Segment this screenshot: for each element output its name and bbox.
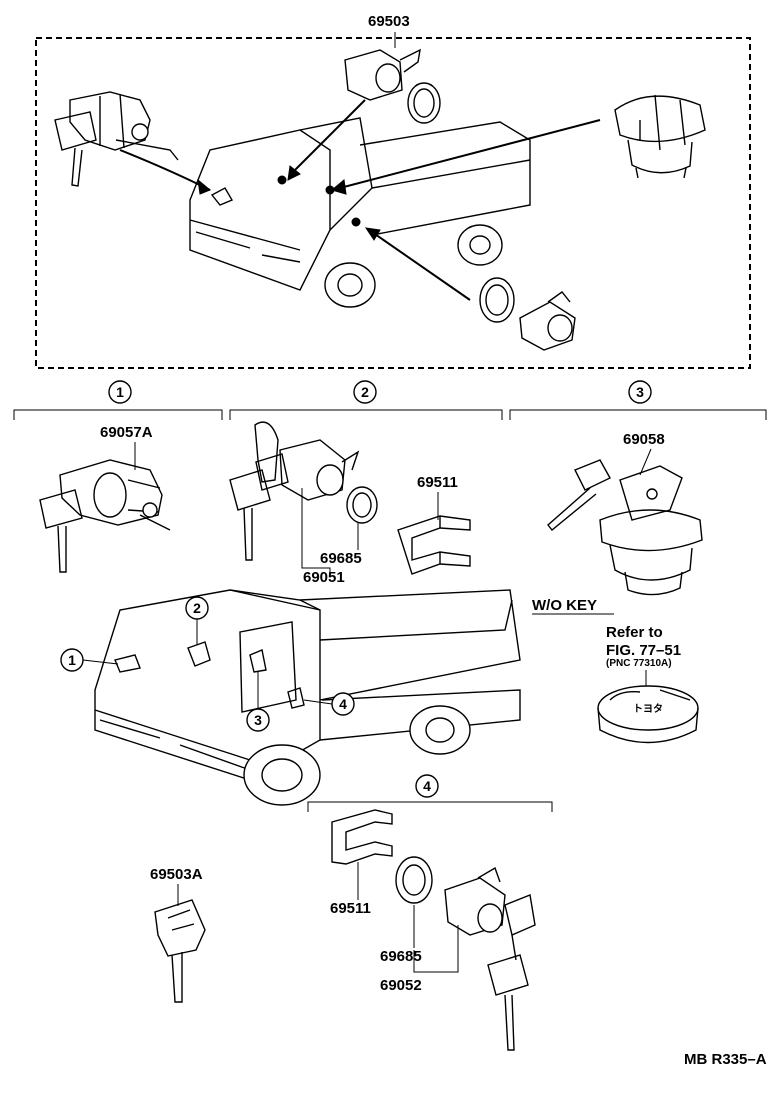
top-fuel-cap-illustration <box>614 94 706 179</box>
drawing-code: MB R335–A <box>684 1051 767 1068</box>
group-4-header: 4 <box>307 774 553 812</box>
ignition-lock-69057a-illustration <box>39 459 171 573</box>
truck-callout-1: 1 <box>68 652 76 668</box>
part-label-69685-bottom: 69685 <box>380 948 422 965</box>
group-4-parts: 69511 69685 69052 <box>330 809 536 1051</box>
group-2-header: 2 <box>229 380 503 420</box>
group-3-parts: 69058 W/O KEY Refer to FIG. 77–51 (PNC 7… <box>532 431 703 744</box>
center-truck-illustration <box>94 589 521 806</box>
top-door-lock-bottom-illustration <box>479 277 576 351</box>
leader-69051 <box>301 488 331 572</box>
cap-markings: トヨタ <box>633 703 663 715</box>
top-assembly-group: 69503 <box>35 13 751 369</box>
center-truck-callouts: 1 2 3 4 <box>60 596 355 732</box>
top-ignition-lock-illustration <box>54 91 179 187</box>
part-label-69503a: 69503A <box>150 866 203 883</box>
group-3-header: 3 <box>509 380 767 420</box>
group-1-header: 1 <box>13 380 223 420</box>
truck-callout-3: 3 <box>254 712 262 728</box>
part-label-69511-top: 69511 <box>417 474 458 491</box>
clip-69511-illustration <box>397 515 471 575</box>
truck-callout-4: 4 <box>339 696 347 712</box>
top-door-cylinder-illustration <box>344 48 441 124</box>
refer-to-line1: Refer to <box>606 624 663 641</box>
key-group: 69503A <box>150 866 206 1003</box>
part-label-69051: 69051 <box>303 569 345 586</box>
leader-69052 <box>413 925 459 973</box>
refer-to-line2: FIG. 77–51 <box>606 642 681 659</box>
top-assembly-dashed-box <box>35 37 751 369</box>
fuel-cap-lock-69058-illustration <box>547 459 703 596</box>
part-label-69511-bottom: 69511 <box>330 900 371 917</box>
part-label-69503: 69503 <box>368 13 410 30</box>
part-label-69058: 69058 <box>623 431 665 448</box>
group-4-number: 4 <box>423 778 431 794</box>
leader-69058 <box>639 448 652 476</box>
part-label-69052: 69052 <box>380 977 422 994</box>
fuel-cap-reference-illustration: トヨタ <box>597 685 699 744</box>
wo-key-label: W/O KEY <box>532 597 597 614</box>
key-69503a-illustration <box>154 899 206 1003</box>
group-1-number: 1 <box>116 384 124 400</box>
group-3-number: 3 <box>636 384 644 400</box>
group-1-parts: 69057A <box>39 424 171 573</box>
top-truck-illustration <box>189 117 531 308</box>
refer-to-line3: (PNC 77310A) <box>606 658 672 669</box>
part-label-69057a: 69057A <box>100 424 153 441</box>
door-lock-69051-illustration <box>229 421 378 561</box>
group-2-parts: 69511 69685 69051 <box>229 421 471 586</box>
truck-callout-2: 2 <box>193 600 201 616</box>
top-assembly-arrows <box>119 99 601 301</box>
group-2-number: 2 <box>361 384 369 400</box>
door-lock-69052-illustration <box>395 856 536 1051</box>
clip-69511-bottom-illustration <box>331 809 393 865</box>
part-label-69685-top: 69685 <box>320 550 362 567</box>
